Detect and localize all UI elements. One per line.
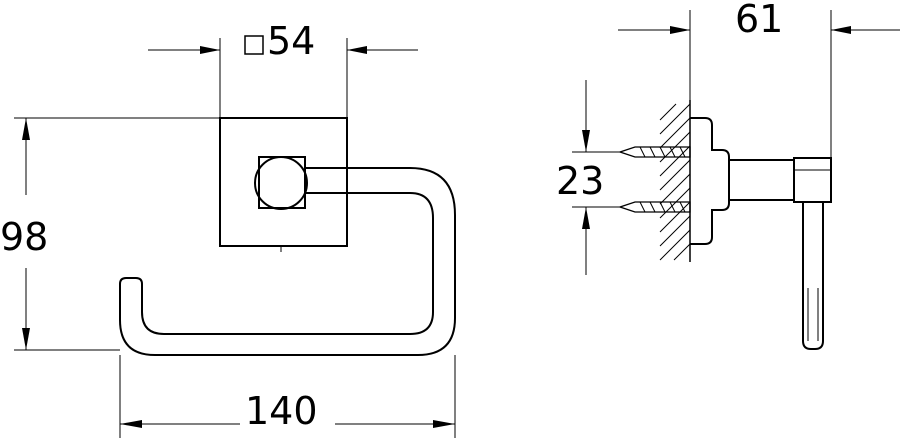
dim-square-value: 54 [267,19,315,63]
plate-profile [690,117,730,245]
rod [802,202,824,350]
dim-height: 98 [0,117,220,351]
elbow-block [793,157,832,203]
dim-depth: 61 [618,0,900,158]
side-view [572,100,832,350]
dim-depth-value: 61 [735,0,783,41]
wall-plate [219,117,348,247]
arm [728,159,795,201]
dim-height-value: 98 [0,215,48,259]
dim-spacing: 23 [556,80,604,275]
mount-circle [254,156,308,210]
rod-inner [807,288,819,341]
square-symbol [244,35,264,55]
holder-loop-outer [119,167,456,356]
wall-hatch [659,100,691,262]
screw-top [572,146,691,158]
screw-bottom [572,201,691,213]
dim-square: 54 [148,19,418,118]
front-view [119,117,456,356]
dim-width-value: 140 [245,389,318,433]
dim-width: 140 [119,355,456,438]
dim-spacing-value: 23 [556,159,604,203]
